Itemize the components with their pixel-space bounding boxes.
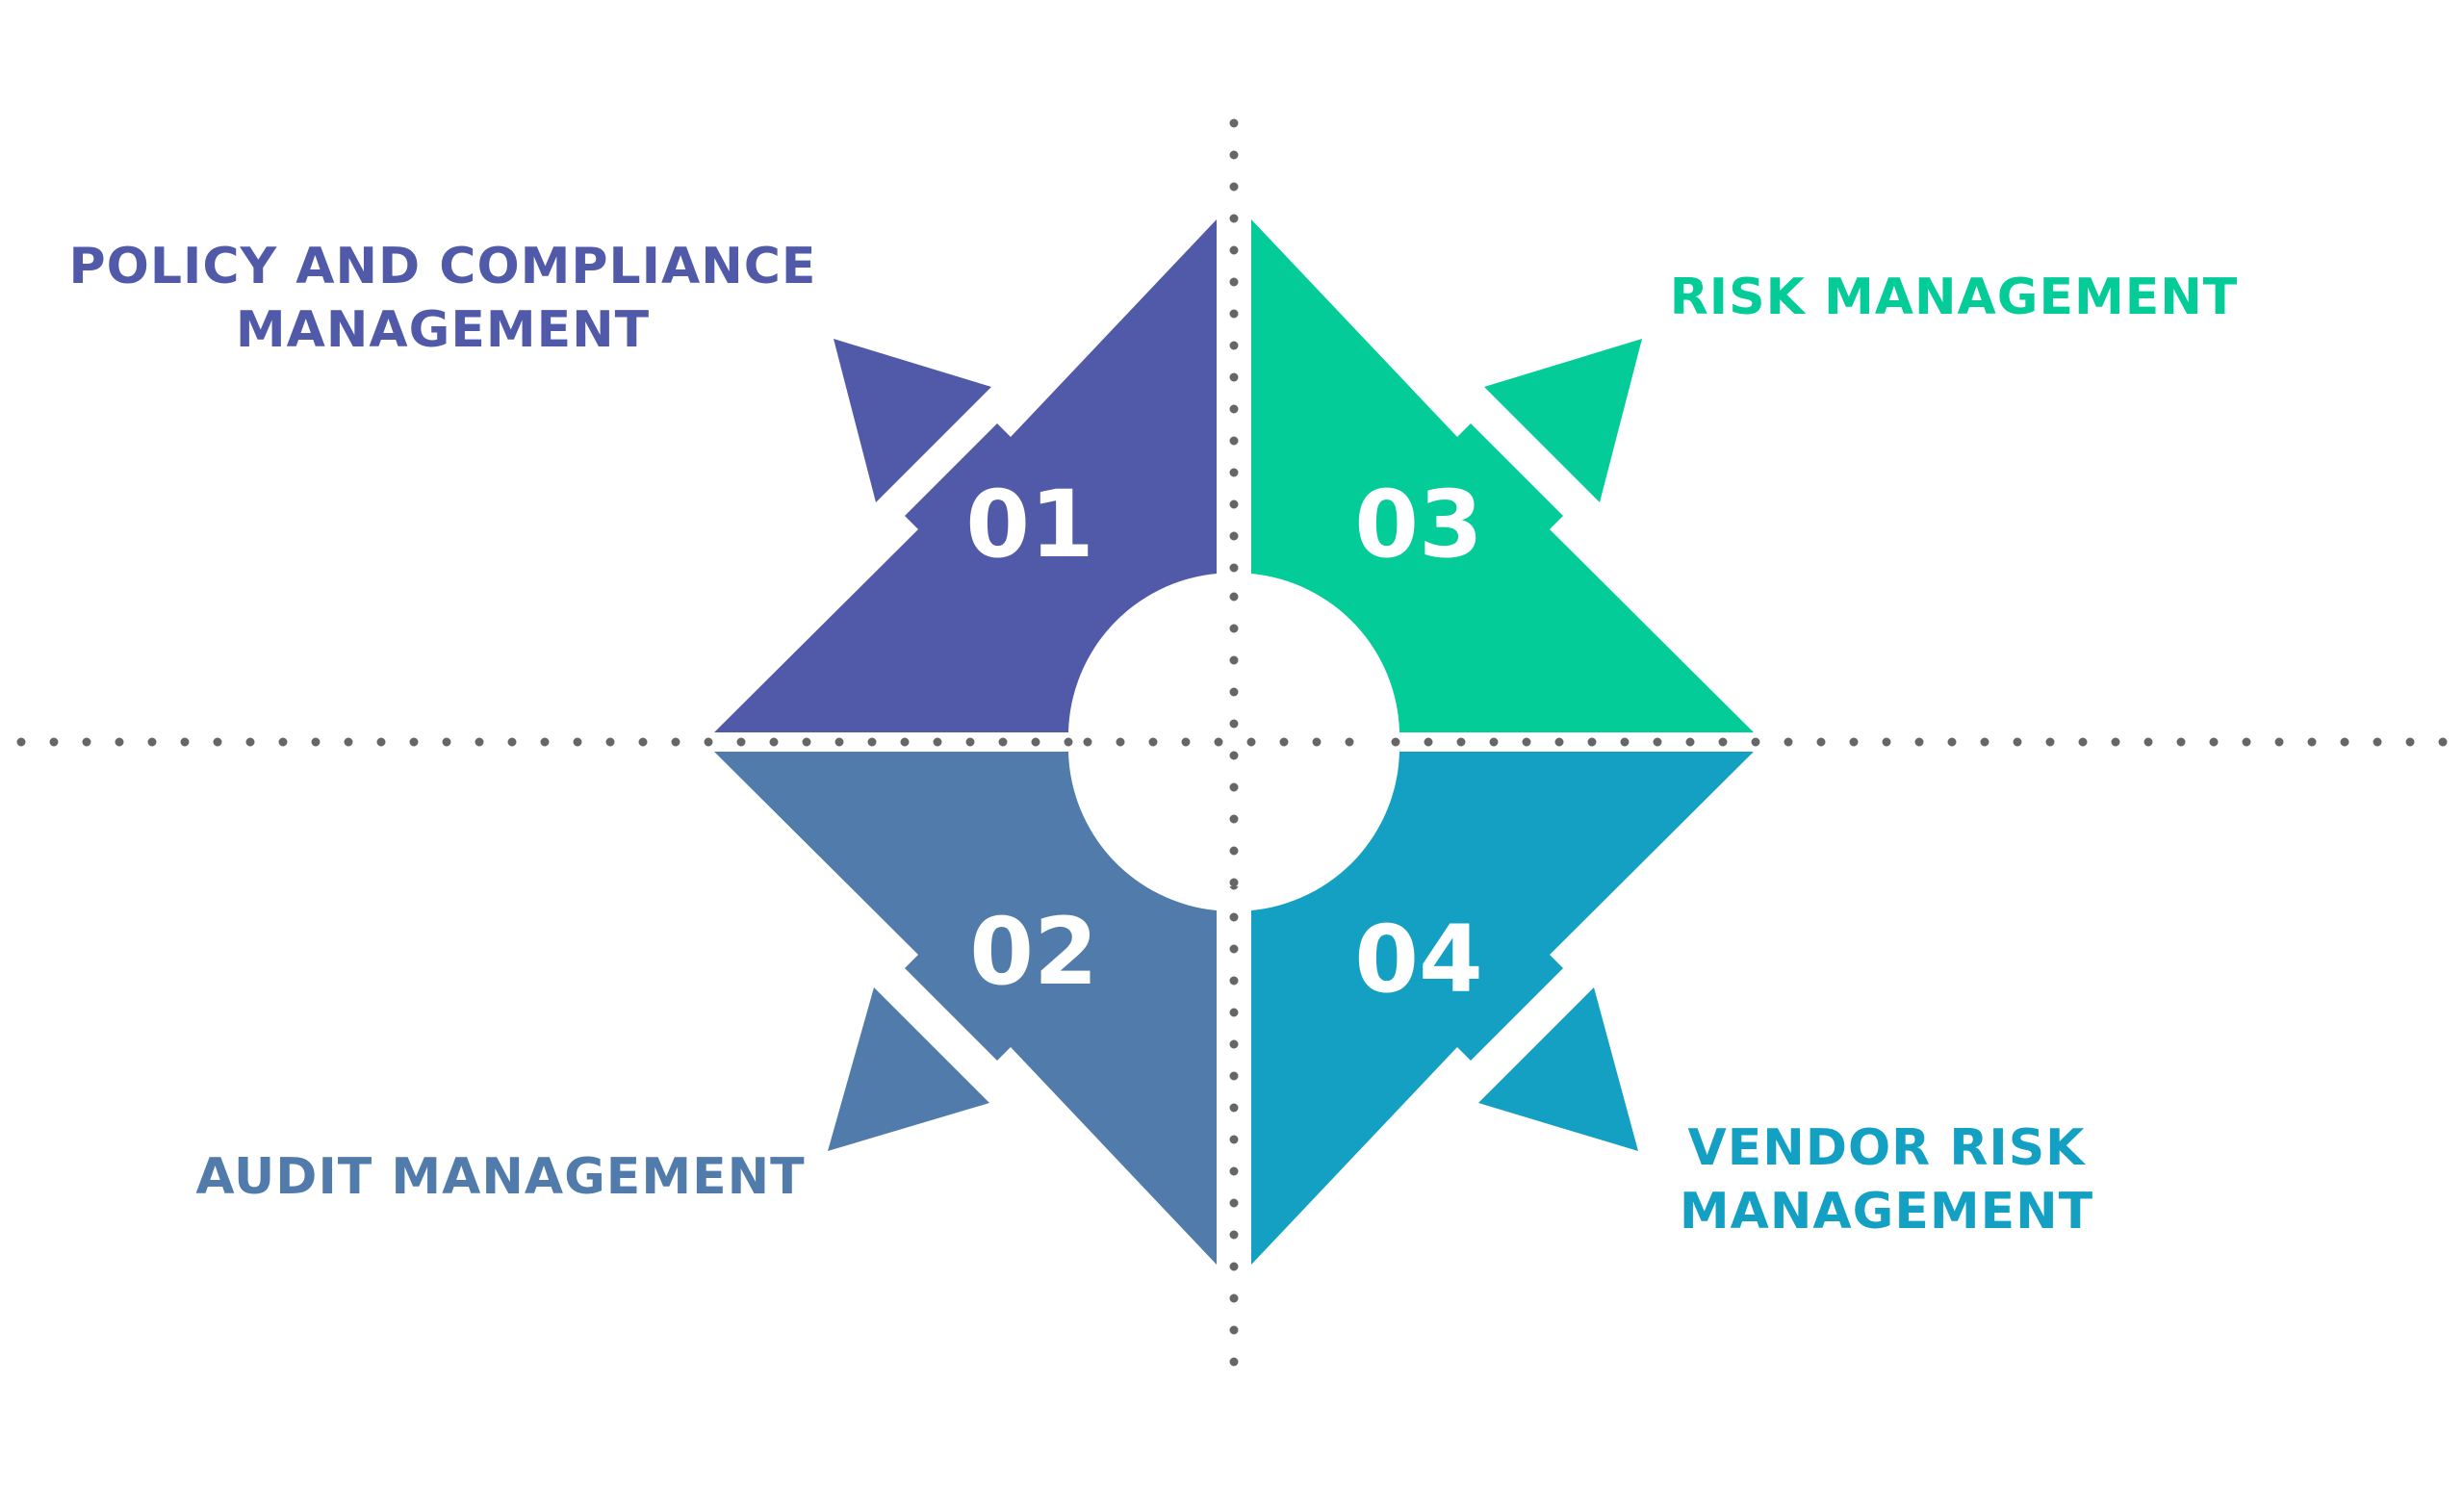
segment-03-body (1251, 219, 1754, 732)
segment-02-number: 02 (969, 898, 1098, 1006)
segment-04-number: 04 (1354, 906, 1483, 1013)
segment-04-label-line-2: MANAGEMENT (1679, 1183, 2094, 1241)
segment-03-label-line-1: RISK MANAGEMENT (1669, 269, 2239, 326)
segment-02-arrowhead (828, 987, 989, 1151)
segment-02-label: AUDIT MANAGEMENT (164, 1145, 837, 1209)
segment-01-number: 01 (965, 471, 1094, 578)
segment-04-body (1251, 752, 1754, 1265)
segment-gaps (1090, 598, 1378, 886)
segment-03-arrowhead (1484, 339, 1642, 502)
segment-01-label-line-2: MANAGEMENT (235, 301, 651, 359)
segment-04-label-line-1: VENDOR RISK (1687, 1119, 2086, 1177)
segment-03-label: RISK MANAGEMENT (1627, 266, 2281, 329)
segment-04: 04 (1251, 752, 1754, 1265)
segment-04-arrowhead (1478, 987, 1638, 1151)
segment-01-arrowhead (834, 339, 991, 502)
segment-01-label: POLICY AND COMPLIANCE MANAGEMENT (38, 235, 847, 362)
segment-02-body (714, 752, 1217, 1265)
center-hub (1090, 598, 1378, 886)
dotted-dividers (16, 118, 2457, 1373)
segment-01: 01 (714, 219, 1217, 732)
segment-04-label: VENDOR RISK MANAGEMENT (1578, 1116, 2194, 1243)
segment-02: 02 (714, 752, 1217, 1265)
segment-01-label-line-1: POLICY AND COMPLIANCE (68, 238, 817, 295)
segment-03: 03 (1251, 219, 1754, 732)
segment-02-label-line-1: AUDIT MANAGEMENT (195, 1148, 806, 1206)
segment-01-body (714, 219, 1217, 732)
segment-03-number: 03 (1354, 471, 1483, 578)
